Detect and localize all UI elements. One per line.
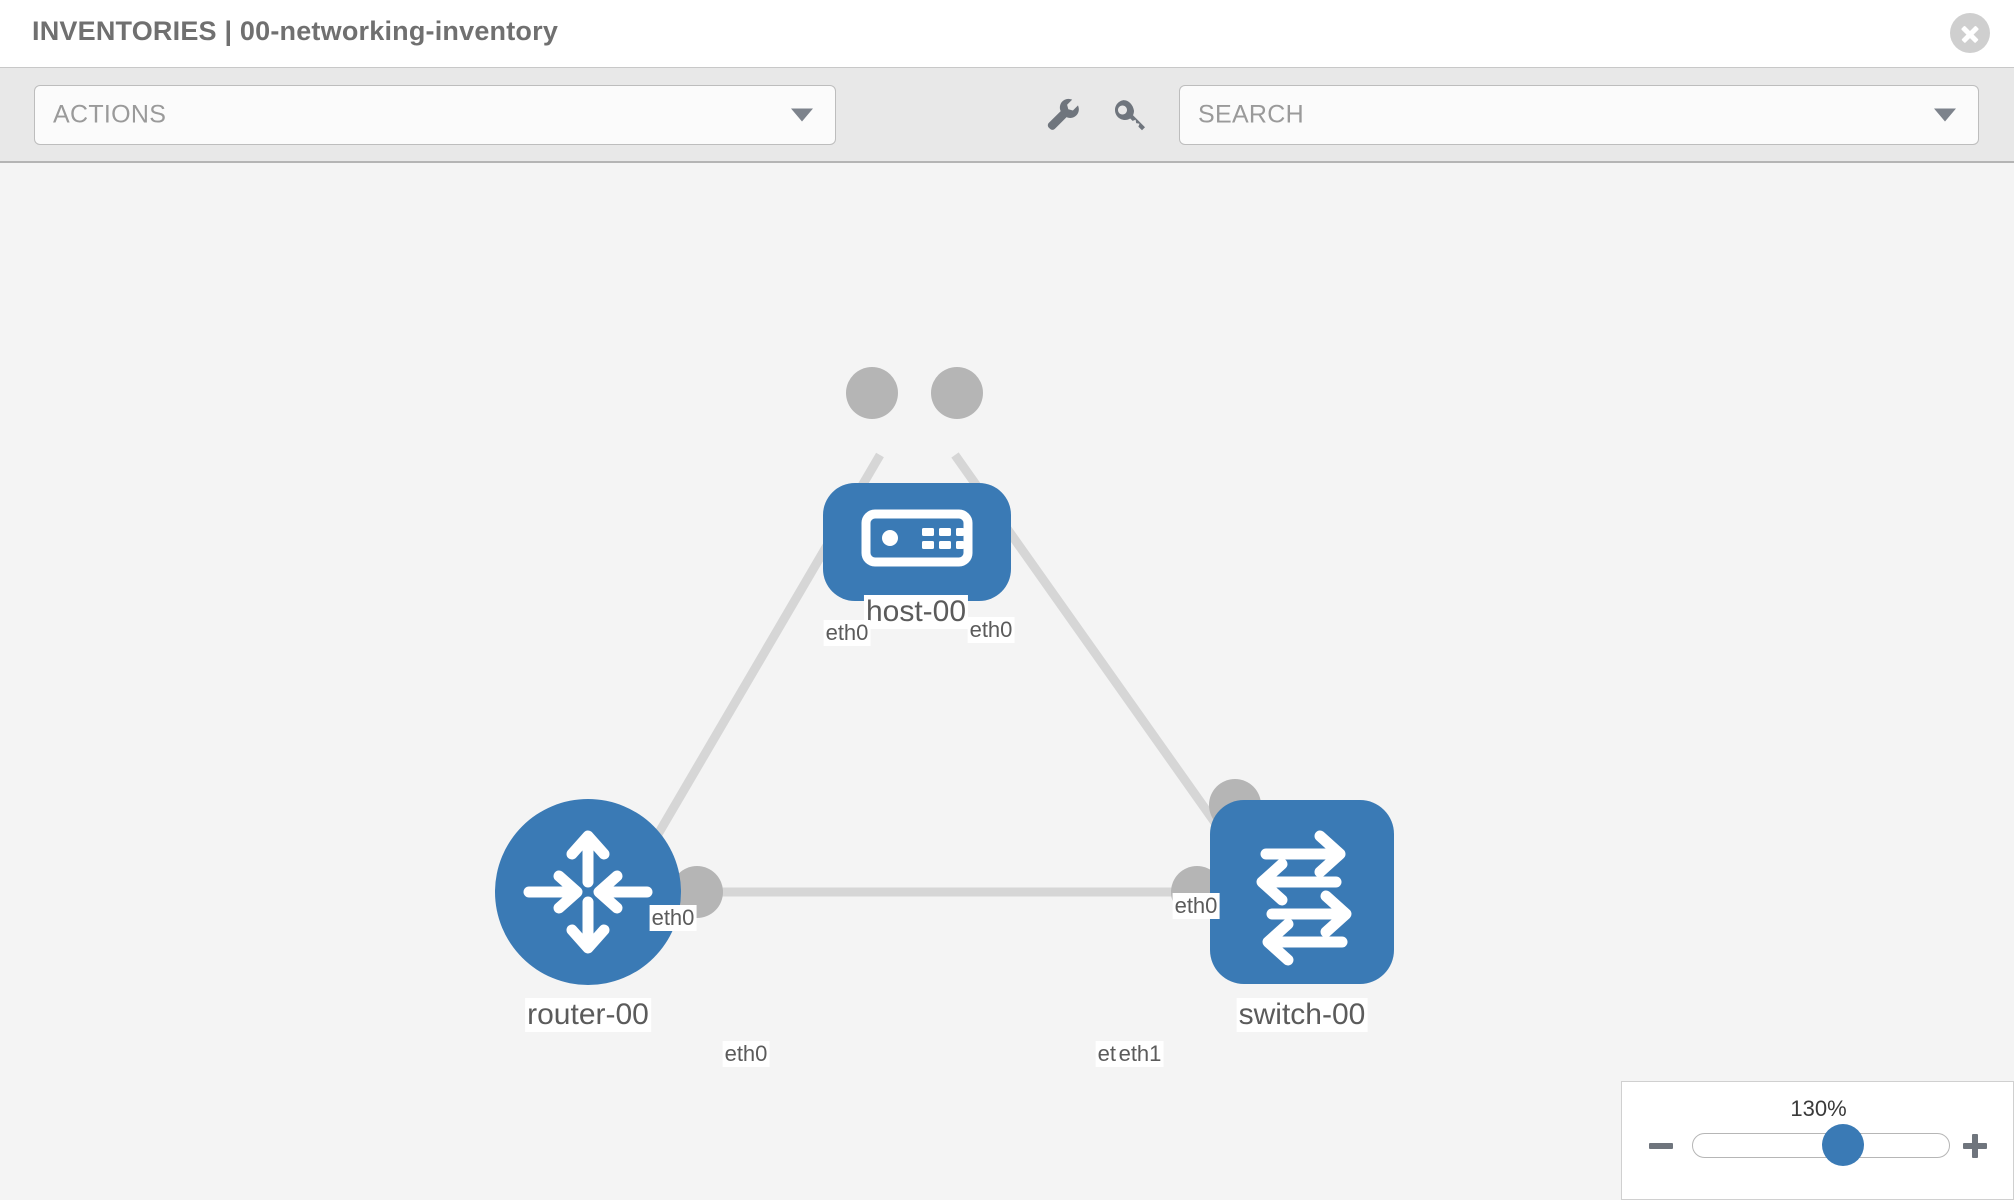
edge-label-switch00-eth0-uplink: eth0 [1172, 893, 1220, 919]
switch-arrows-icon [1256, 830, 1352, 966]
edge-label-switch00-eth1: eth1 [1116, 1041, 1164, 1067]
actions-dropdown[interactable]: ACTIONS [34, 85, 836, 145]
zoom-slider-track[interactable] [1692, 1133, 1950, 1158]
node-label-router-00[interactable]: router-00 [525, 998, 651, 1032]
edge-label-host00-eth0-right: eth0 [967, 617, 1015, 643]
toolbar: ACTIONS SEARCH [0, 68, 2014, 163]
node-switch-00 [1210, 800, 1394, 984]
edge-label-router00-eth0-uplink: eth0 [649, 905, 697, 931]
chevron-down-icon [1934, 108, 1956, 122]
zoom-in-button[interactable] [1960, 1130, 1990, 1160]
titlebar: INVENTORIES | 00-networking-inventory [0, 0, 2014, 68]
close-icon[interactable] [1950, 13, 1990, 53]
search-input-value: SEARCH [1198, 100, 1304, 129]
server-appliance-icon [861, 509, 973, 567]
node-router-00 [495, 799, 681, 985]
zoom-level-value: 130% [1790, 1096, 1847, 1121]
search-input[interactable]: SEARCH [1179, 85, 1979, 145]
topology-graph [495, 367, 1394, 985]
chevron-down-icon [791, 108, 813, 122]
page-title: INVENTORIES | 00-networking-inventory [32, 16, 559, 46]
node-host-00 [823, 483, 1011, 601]
port-host00-right [931, 367, 983, 419]
node-router-00-shape [495, 799, 681, 985]
actions-dropdown-label: ACTIONS [53, 100, 167, 129]
key-icon[interactable] [1108, 93, 1152, 137]
zoom-control-panel: 130% [1621, 1081, 2014, 1200]
node-host-00-shape [823, 483, 1011, 601]
node-label-switch-00[interactable]: switch-00 [1236, 998, 1368, 1032]
zoom-slider-thumb[interactable] [1821, 1124, 1864, 1166]
edge-label-router00-eth0: eth0 [722, 1041, 770, 1067]
router-arrows-icon [523, 830, 653, 954]
port-host00-left [846, 367, 898, 419]
wrench-icon[interactable] [1040, 93, 1084, 137]
topology-canvas[interactable]: host-00 router-00 switch-00 eth0 eth0 et… [0, 165, 2014, 1200]
edge-label-host00-eth0-left: eth0 [823, 620, 871, 646]
node-switch-00-shape [1210, 800, 1394, 984]
topology-ports [671, 367, 1261, 918]
zoom-out-button[interactable] [1646, 1130, 1676, 1160]
node-label-host-00[interactable]: host-00 [863, 595, 969, 629]
